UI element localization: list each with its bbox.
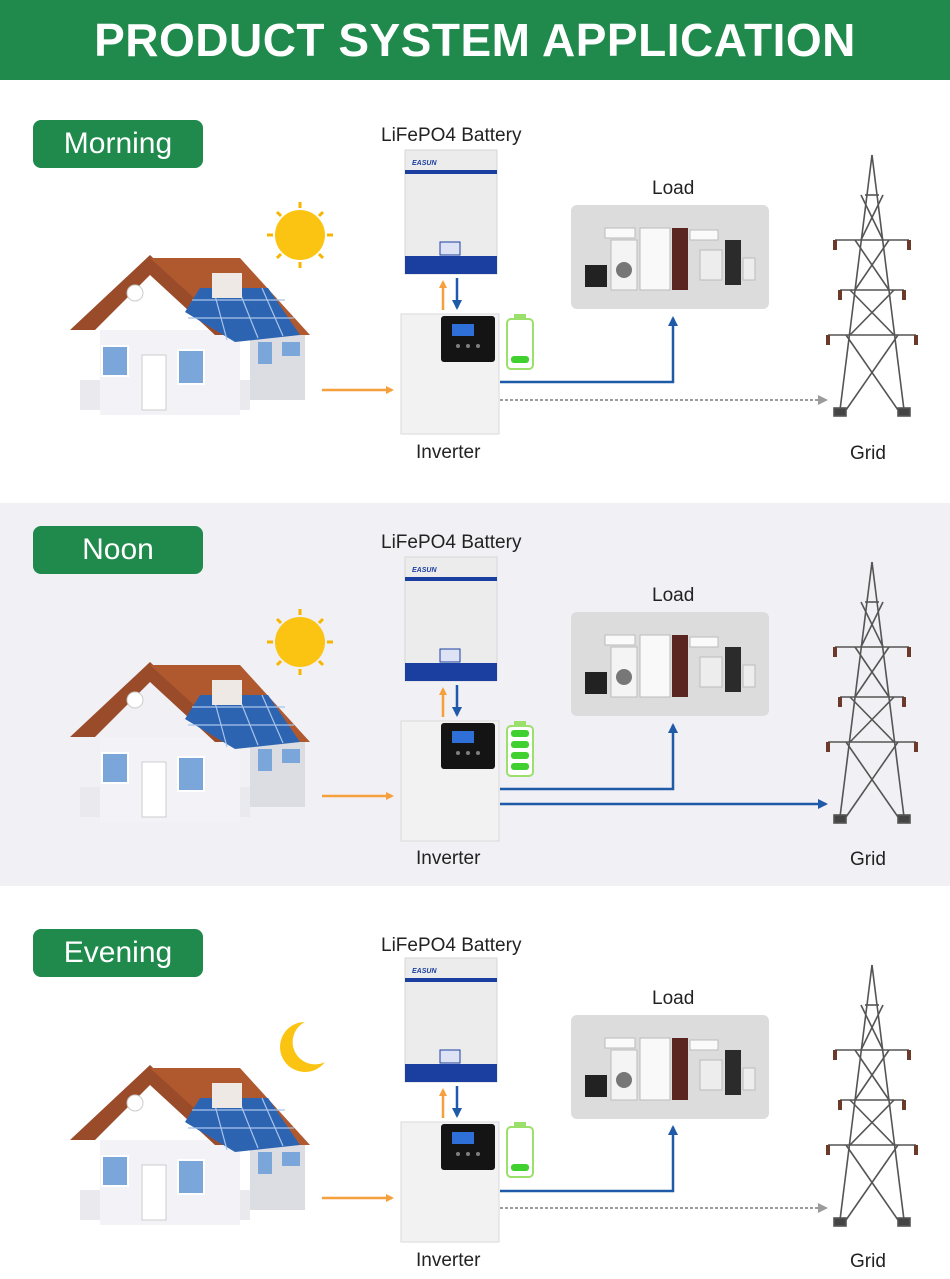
- battery-label: LiFePO4 Battery: [381, 935, 522, 956]
- battery-label: LiFePO4 Battery: [381, 125, 522, 146]
- house-with-solar-panels-icon: [70, 255, 310, 415]
- grid-label: Grid: [850, 443, 886, 464]
- grid-label: Grid: [850, 1251, 886, 1272]
- svg-text:EASUN: EASUN: [412, 968, 437, 975]
- transmission-tower-icon: [826, 964, 918, 1227]
- house-with-solar-panels-icon: [70, 1065, 310, 1225]
- sun-icon: [267, 609, 333, 675]
- battery-level-icon: [506, 314, 534, 370]
- lifepo4-battery-icon: EASUN: [404, 556, 498, 682]
- household-appliances-icon: [571, 612, 769, 716]
- inverter-icon: [400, 720, 500, 842]
- time-of-day-badge: Evening: [33, 929, 203, 977]
- battery-label: LiFePO4 Battery: [381, 532, 522, 553]
- time-of-day-badge: Noon: [33, 526, 203, 574]
- time-of-day-badge: Morning: [33, 120, 203, 168]
- battery-level-icon: [506, 1122, 534, 1178]
- inverter-icon: [400, 1121, 500, 1243]
- svg-text:EASUN: EASUN: [412, 160, 437, 167]
- inverter-label: Inverter: [416, 442, 481, 463]
- moon-icon: [280, 1022, 325, 1072]
- svg-text:EASUN: EASUN: [412, 567, 437, 574]
- header-banner: PRODUCT SYSTEM APPLICATION: [0, 0, 950, 80]
- page-title: PRODUCT SYSTEM APPLICATION: [94, 14, 856, 66]
- household-appliances-icon: [571, 205, 769, 309]
- load-supply-arrow: [500, 723, 678, 791]
- load-label: Load: [652, 178, 695, 199]
- load-label: Load: [652, 988, 695, 1009]
- inverter-label: Inverter: [416, 1250, 481, 1271]
- sun-icon: [267, 202, 333, 268]
- panel-morning: Morning LiFePO4 Battery Load Inverter Gr…: [0, 80, 950, 503]
- panel-evening: Evening LiFePO4 Battery Load Inverter Gr…: [0, 886, 950, 1279]
- panel-noon: Noon LiFePO4 Battery Load Inverter Grid: [0, 503, 950, 886]
- load-supply-arrow: [500, 316, 678, 384]
- household-appliances-icon: [571, 1015, 769, 1119]
- house-with-solar-panels-icon: [70, 662, 310, 822]
- load-label: Load: [652, 585, 695, 606]
- lifepo4-battery-icon: EASUN: [404, 957, 498, 1083]
- inverter-icon: [400, 313, 500, 435]
- load-supply-arrow: [500, 1125, 678, 1193]
- grid-label: Grid: [850, 849, 886, 870]
- transmission-tower-icon: [826, 561, 918, 824]
- battery-level-icon: [506, 721, 534, 777]
- transmission-tower-icon: [826, 154, 918, 417]
- lifepo4-battery-icon: EASUN: [404, 149, 498, 275]
- inverter-label: Inverter: [416, 848, 481, 869]
